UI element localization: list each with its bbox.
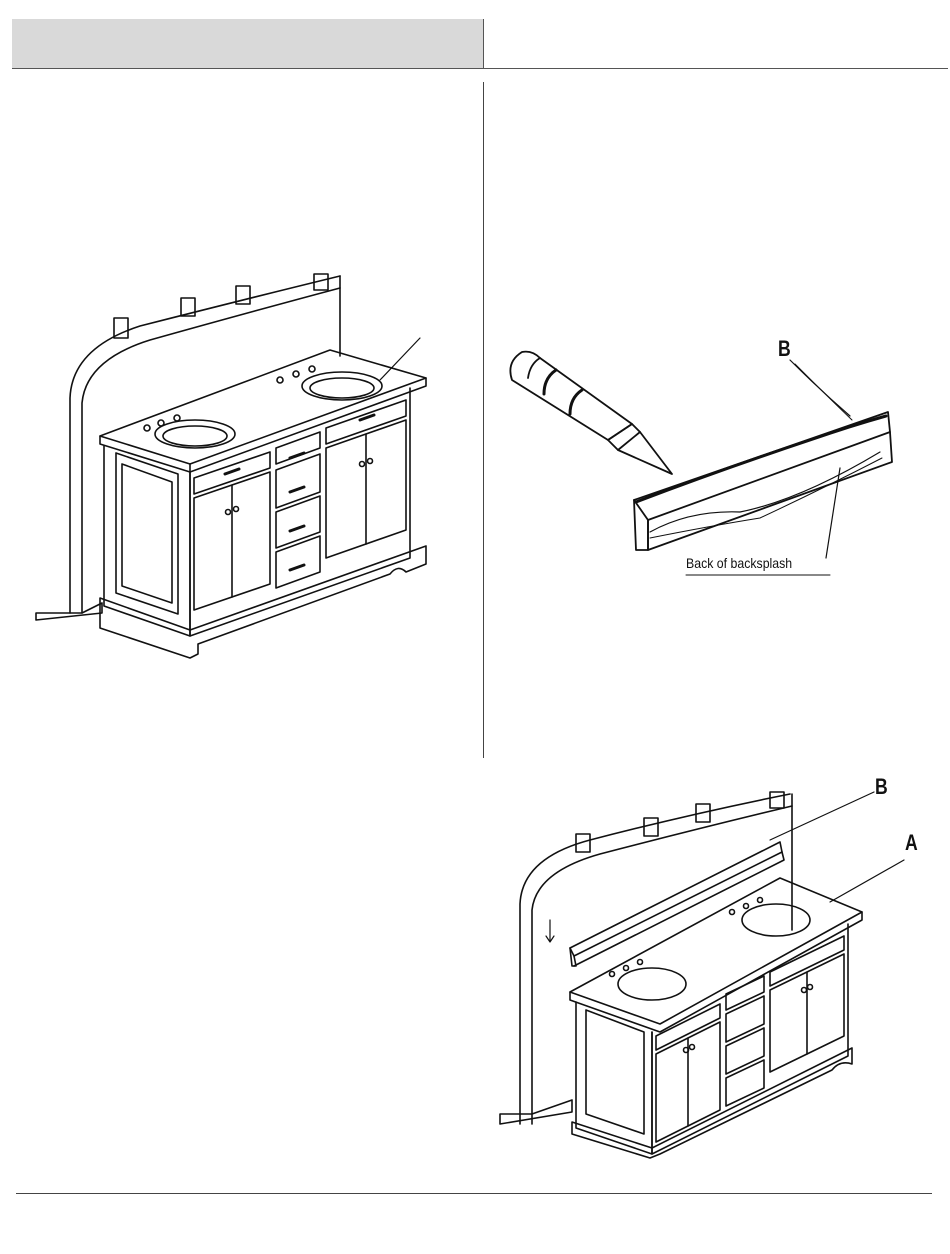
caulk-backsplash-illustration [500, 340, 900, 570]
vanity-countertop-illustration [30, 268, 430, 660]
header-rule [12, 68, 948, 69]
back-of-backsplash-label: Back of backsplash [686, 555, 792, 571]
footer-rule [16, 1193, 932, 1194]
backsplash-install-illustration [500, 780, 930, 1160]
column-divider [483, 82, 484, 758]
part-label-b-caulk: B [778, 338, 791, 360]
header-title-bar [12, 19, 483, 68]
part-label-a-install: A [905, 832, 918, 854]
part-label-b-install: B [875, 776, 888, 798]
header-divider [483, 19, 484, 69]
